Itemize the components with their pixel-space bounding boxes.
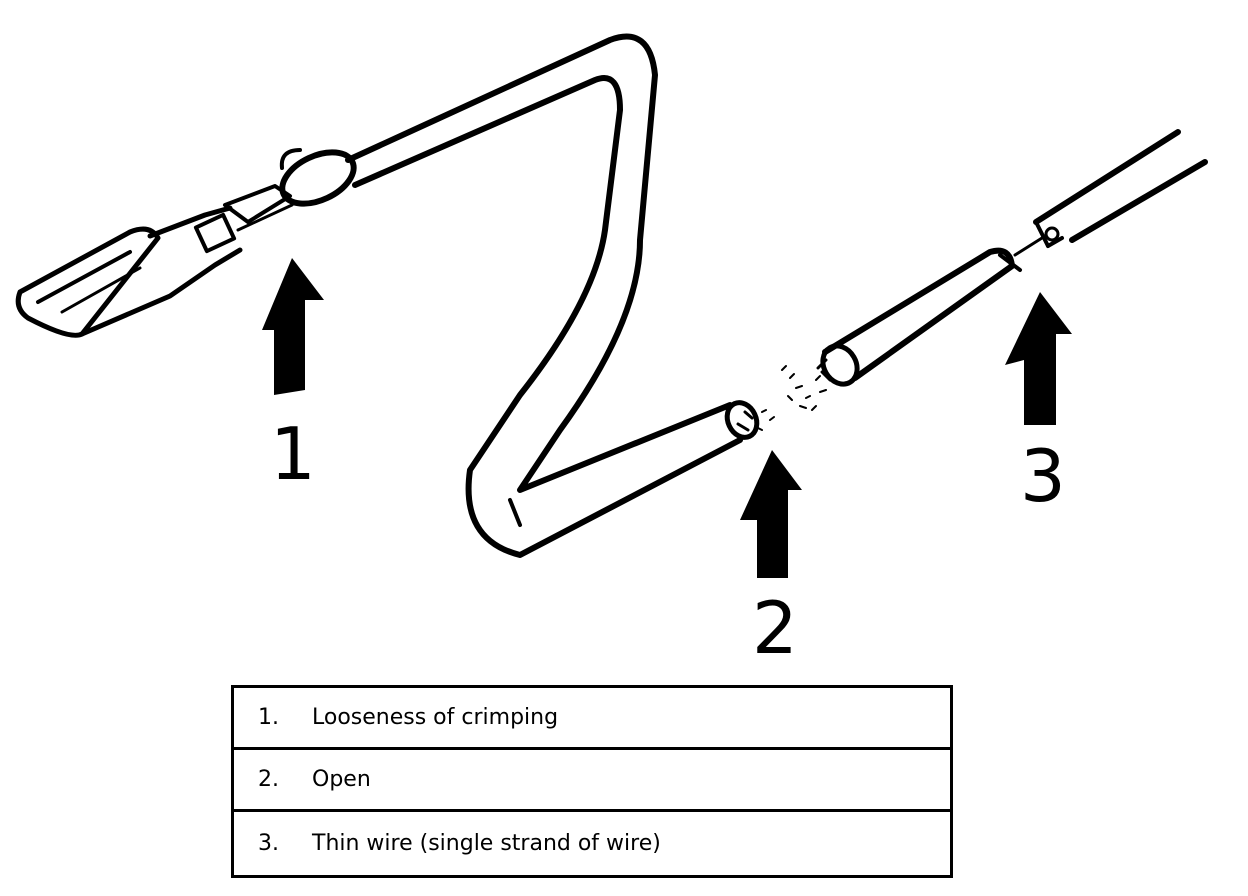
legend-row-text: Thin wire (single strand of wire) <box>312 831 661 856</box>
legend-row-text: Open <box>312 767 371 792</box>
legend-row-number: 3. <box>258 831 279 856</box>
arrow-3 <box>1005 292 1072 425</box>
thin-wire-section <box>1033 129 1208 248</box>
wire-loop <box>345 33 743 558</box>
open-wire-end-left <box>724 400 760 440</box>
broken-strands <box>757 365 827 431</box>
legend-row: 1. Looseness of crimping <box>234 688 950 750</box>
right-wire-segment <box>816 236 1044 387</box>
legend-row-number: 1. <box>258 705 279 730</box>
wire-harness-diagram <box>15 33 1208 578</box>
callout-number-1: 1 <box>270 412 316 496</box>
legend-row-text: Looseness of crimping <box>312 705 559 730</box>
arrow-1 <box>262 258 324 395</box>
callout-number-2: 2 <box>752 586 798 670</box>
terminal-connector <box>15 184 294 338</box>
legend-table: 1. Looseness of crimping 2. Open 3. Thin… <box>231 685 953 878</box>
legend-row-number: 2. <box>258 767 279 792</box>
legend-row: 3. Thin wire (single strand of wire) <box>234 812 950 875</box>
legend-row: 2. Open <box>234 750 950 812</box>
callout-number-3: 3 <box>1020 434 1066 518</box>
arrow-2 <box>740 450 802 578</box>
crimp-sleeve <box>279 148 357 207</box>
